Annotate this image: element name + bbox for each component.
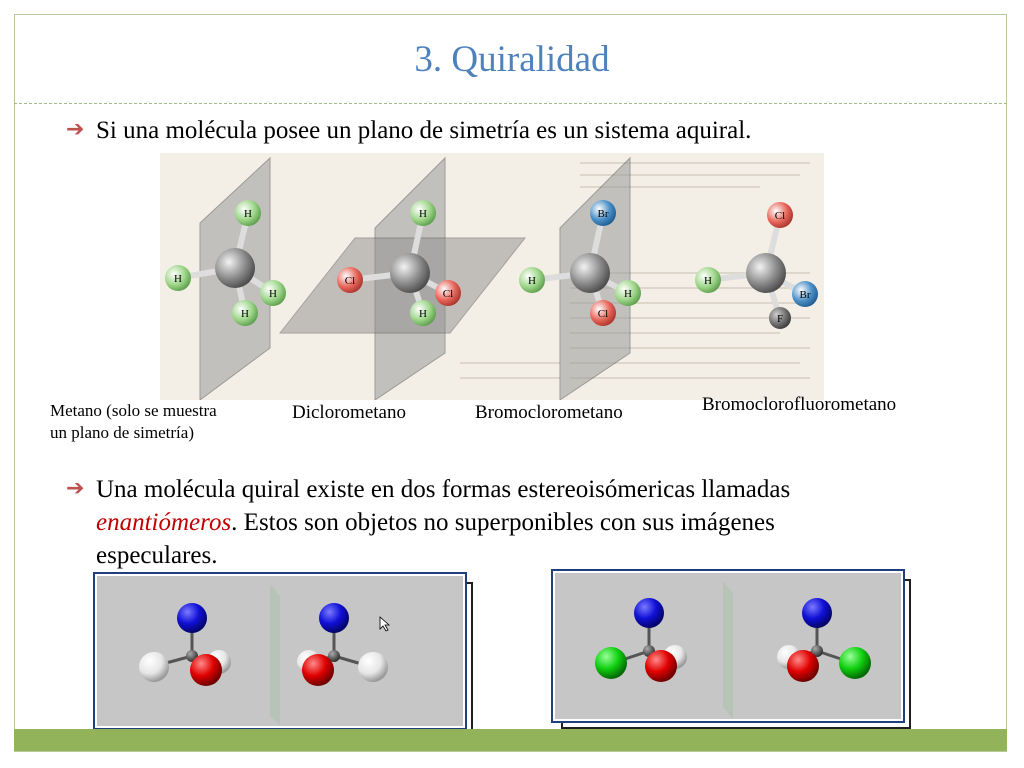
bromoclorometano-model: Br H H Cl [519,200,641,326]
enantiomer-render-right [595,581,871,719]
caption-metano-line1: Metano (solo se muestra [50,401,217,420]
atom-label: Br [598,208,609,220]
atom-label: H [244,208,252,220]
atom-label: Br [800,289,811,301]
caption-metano-line2: un plano de simetría) [50,423,194,442]
bullet-chiral: Una molécula quiral existe en dos formas… [96,473,996,572]
atom-label: H [528,275,536,287]
atom-label: H [419,208,427,220]
atom-label: H [174,273,182,285]
right-arrow-icon: ➔ [66,476,85,501]
bullet-chiral-line2: enantiómeros. Estos son objetos no super… [96,509,775,536]
atom-label: Cl [345,275,355,287]
title-divider [14,103,1007,104]
caption-bromoclorofluorometano: Bromoclorofluorometano [702,394,897,415]
caption-metano: Metano (solo se muestra un plano de sime… [50,400,217,444]
enantiomer-pair-right [551,569,905,723]
enantiomer-pair-left [93,572,467,730]
slide-frame [14,14,1007,752]
bullet-chiral-line1: Una molécula quiral existe en dos formas… [96,476,791,503]
caption-diclorometano: Diclorometano [292,402,406,423]
bromoclorofluorometano-model: Cl H Br F [695,202,818,329]
atom-label: Cl [598,308,608,320]
atom-label: H [419,308,427,320]
atom-label: Cl [775,210,785,222]
enantiomer-render-left [139,584,391,726]
symmetry-planes-figure: H H H H H Cl Cl H Br H H [165,156,818,400]
atom-label: Cl [443,288,453,300]
footer-bar [14,729,1007,751]
bullet-achiral: Si una molécula posee un plano de simetr… [96,117,752,144]
right-arrow-icon: ➔ [66,117,85,142]
caption-bromoclorometano: Bromoclorometano [475,402,623,423]
atom-label: H [241,308,249,320]
atom-label: H [704,275,712,287]
atom-label: H [624,288,632,300]
mouse-pointer-icon [379,616,391,632]
textbook-figure: H H H H H Cl Cl H Br H H [160,153,824,400]
diclorometano-model: H Cl Cl H [337,200,461,326]
enantiomeros-term: enantiómeros [96,509,232,536]
atom-label: F [777,313,783,325]
bullet-chiral-line3: especulares. [96,542,218,569]
slide-title: 3. Quiralidad [414,39,610,80]
metano-model: H H H H [165,200,286,326]
atom-label: H [269,288,277,300]
